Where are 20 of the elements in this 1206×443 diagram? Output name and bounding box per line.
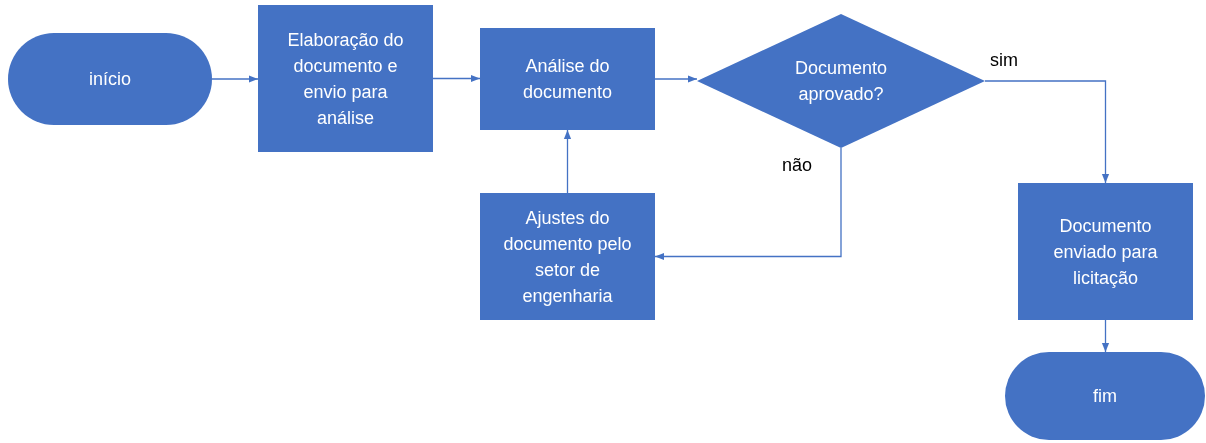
process-box: [258, 5, 433, 152]
node-label: Documento enviado para licitação: [1052, 214, 1159, 290]
node-label: Elaboração do documento e envio para análise: [286, 28, 405, 130]
arrow: [211, 75, 259, 83]
node-label: Documento aprovado?: [793, 57, 889, 106]
node-label: início: [89, 68, 131, 91]
arrow: [432, 74, 481, 83]
process-box: [1018, 183, 1193, 320]
node-label: Ajustes do documento pelo setor de engenharia: [502, 206, 633, 308]
arrow: [984, 80, 1110, 184]
terminal-pill: [1005, 352, 1205, 440]
node-label: Análise do documento: [521, 55, 614, 104]
arrow: [654, 147, 842, 261]
decision-diamond: [697, 14, 985, 148]
arrow: [563, 129, 572, 194]
node-label: fim: [1093, 385, 1117, 408]
process-box: [480, 28, 655, 130]
arrow: [1101, 319, 1110, 353]
arrow: [654, 75, 698, 83]
process-box: [480, 193, 655, 320]
